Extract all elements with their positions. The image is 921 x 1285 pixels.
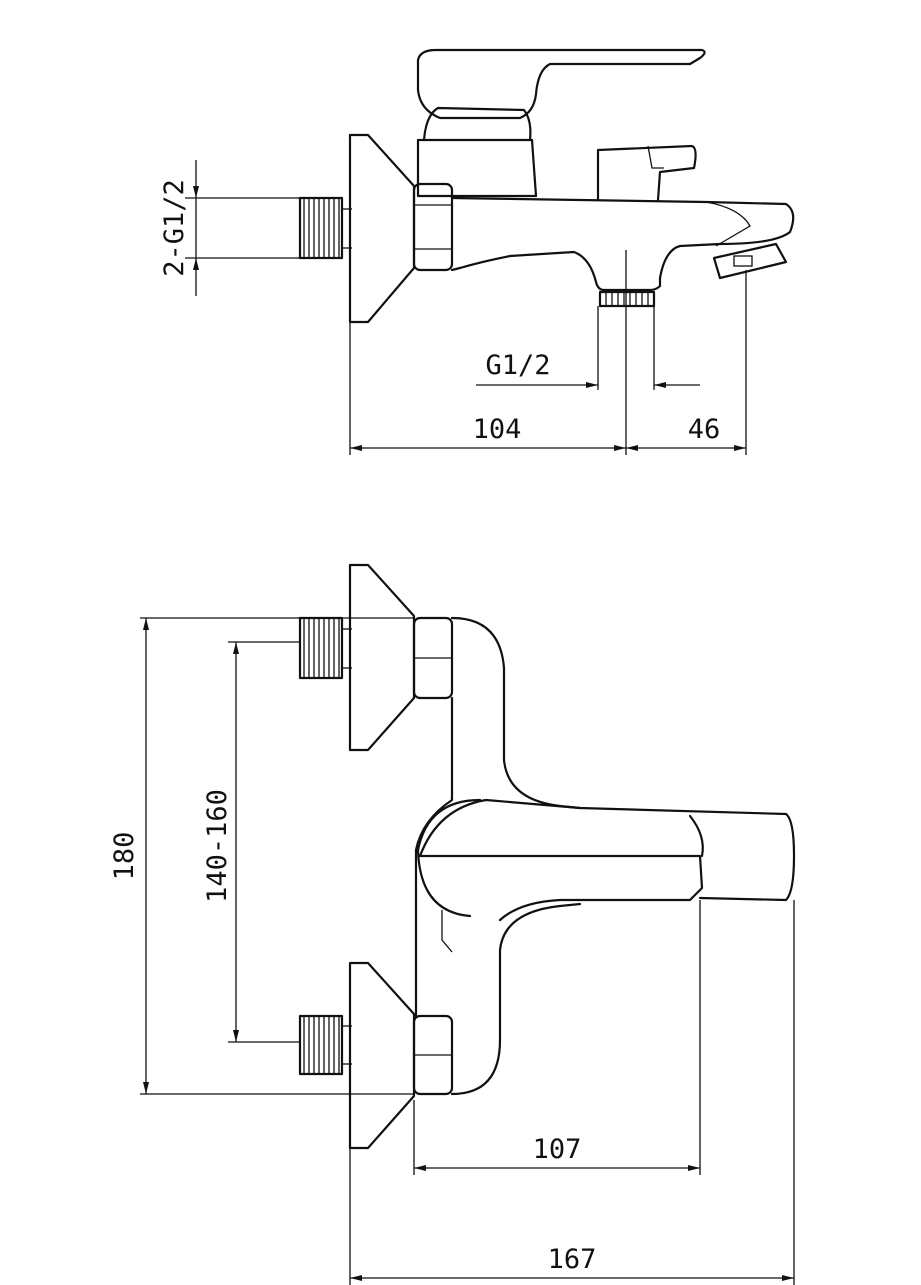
inlet-thread-lower xyxy=(298,1014,352,1076)
label-spout-offset: 46 xyxy=(688,414,721,445)
hex-nut-upper xyxy=(412,616,454,700)
label-body-width: 107 xyxy=(533,1134,582,1165)
outlet-thread-side xyxy=(598,290,656,308)
label-inlet-thread: 2-G1/2 xyxy=(159,179,190,277)
spout-body-side xyxy=(450,196,795,292)
wall-flange-upper xyxy=(348,563,416,752)
label-total-width: 167 xyxy=(548,1244,597,1275)
lever-handle-front xyxy=(418,798,796,922)
wall-flange-lower xyxy=(348,961,416,1150)
wall-flange-side xyxy=(348,133,416,324)
label-overall-height: 180 xyxy=(109,832,140,881)
label-centers-range: 140-160 xyxy=(202,789,233,903)
front-view: 180 140-160 107 167 xyxy=(109,563,796,1285)
label-outlet-thread: G1/2 xyxy=(485,350,550,381)
aerator-side xyxy=(712,242,788,280)
cartridge-housing-front xyxy=(416,798,482,918)
lever-handle-side xyxy=(416,48,706,120)
inlet-thread-upper xyxy=(298,616,352,680)
cartridge-housing xyxy=(416,138,538,198)
inlet-thread-side xyxy=(298,196,352,260)
side-view: 2-G1/2 G1/2 104 46 xyxy=(159,48,795,455)
label-depth: 104 xyxy=(473,414,522,445)
diverter-knob xyxy=(596,144,697,202)
hex-nut-lower xyxy=(412,1014,454,1096)
hex-nut-side xyxy=(412,182,454,272)
